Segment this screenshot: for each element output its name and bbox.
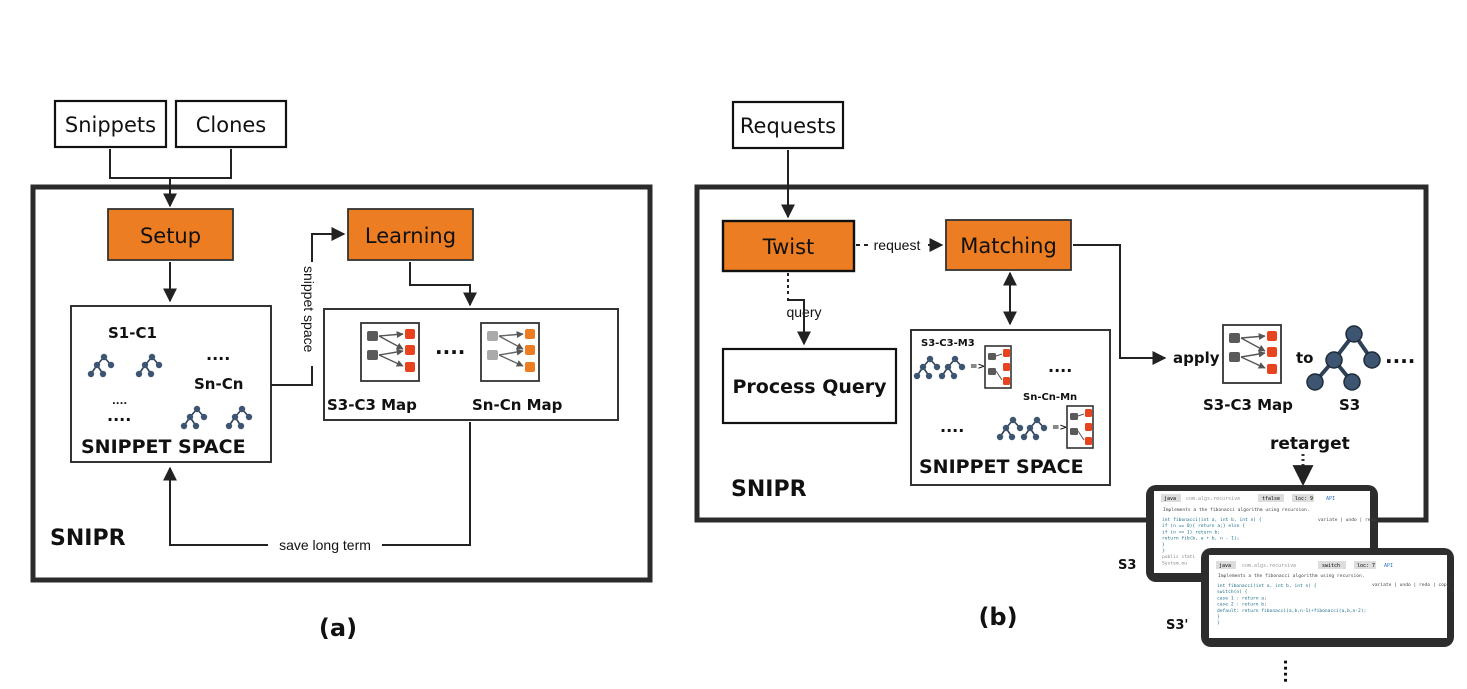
code-tab: switch <box>1322 563 1340 569</box>
code-tab: loc: 9 <box>1295 496 1313 502</box>
s3-label: S3 <box>1339 396 1360 414</box>
panel-b: Requests Twist request Matching query Pr… <box>694 100 1454 683</box>
process-query-label: Process Query <box>732 376 887 398</box>
code-line: switch(n) { <box>1217 589 1248 595</box>
code-line: return fib(b, a + b, n - 1); <box>1162 536 1239 542</box>
dots-label: .... <box>940 417 964 436</box>
map-icon <box>1066 405 1094 449</box>
code-lines: int fibonacci(int a, int b, int n) { if … <box>1162 517 1262 566</box>
clones-label: Clones <box>196 113 267 137</box>
edge-label-bg <box>300 262 324 366</box>
dots-label: .... <box>1385 344 1415 368</box>
caption-a: (a) <box>319 614 357 642</box>
snipr-label-b: SNIPR <box>731 477 807 502</box>
requests-input-box <box>731 100 845 150</box>
arrow-symbol: => <box>970 362 985 372</box>
code-line: System.ou <box>1162 560 1187 566</box>
twist-box <box>721 219 856 273</box>
code-tab: com.algs.recursive <box>1186 496 1240 502</box>
dots-small-label: .... <box>112 396 127 407</box>
code-description: Implements a the fibonacci algorithm usi… <box>1163 507 1310 513</box>
retarget-label: retarget <box>1270 434 1350 454</box>
code-line: } <box>1162 548 1165 554</box>
snipr-container-b <box>694 184 1429 523</box>
snippets-label: Snippets <box>65 113 156 137</box>
sn-cn-label: Sn-Cn <box>194 375 243 393</box>
code-tab: API <box>1326 496 1335 502</box>
code-line: default: return fibonacci(a,b,n-1)+fibon… <box>1217 608 1366 614</box>
s3-c3-map-label: S3-C3 Map <box>327 396 417 414</box>
code-tab: loc: 7 <box>1357 563 1375 569</box>
code-line: public stati <box>1162 554 1195 560</box>
requests-label: Requests <box>740 114 836 138</box>
snippet-space-edge-label: snippet space <box>301 266 317 353</box>
code-line: if (n == 1) return b; <box>1162 529 1220 535</box>
learning-label: Learning <box>365 224 456 248</box>
dots-label: .... <box>107 406 131 425</box>
request-edge-label: request <box>874 237 921 253</box>
matching-to-apply-arrow <box>1073 244 1167 365</box>
code-line: } <box>1217 614 1220 620</box>
setup-box <box>107 208 234 261</box>
map-icon <box>481 323 539 381</box>
code-label-s3-prime: S3' <box>1166 618 1188 633</box>
code-line: } <box>1217 620 1220 626</box>
dots-label: .... <box>1048 357 1072 376</box>
setup-label: Setup <box>140 224 201 248</box>
code-actions: variate | undo | redo | copy <box>1372 582 1450 588</box>
snippets-input-box <box>53 99 168 149</box>
code-line: } <box>1162 542 1165 548</box>
sn-cn-map-label: Sn-Cn Map <box>472 396 563 414</box>
matching-label: Matching <box>960 234 1057 258</box>
code-line: case 2 : return b; <box>1217 602 1267 608</box>
map-icon <box>1223 325 1281 383</box>
map-icon <box>361 323 419 381</box>
clones-input-box <box>174 99 288 149</box>
snippet-space-title-a: SNIPPET SPACE <box>81 436 246 458</box>
code-label-s3: S3 <box>1118 558 1136 573</box>
arrow-symbol: => <box>1052 423 1067 433</box>
code-tab: java <box>1164 496 1176 502</box>
code-actions: variate | undo | redo <box>1318 517 1376 523</box>
snipr-container-a <box>30 184 653 583</box>
matching-box <box>945 219 1072 271</box>
query-arrow <box>787 298 805 344</box>
apply-label: apply <box>1173 349 1220 367</box>
s1-c1-label: S1-C1 <box>108 324 157 342</box>
to-label: to <box>1296 349 1313 367</box>
map-icon <box>984 345 1012 389</box>
learning-box <box>347 208 474 261</box>
code-tab: java <box>1219 563 1231 569</box>
request-label-bg <box>868 236 926 254</box>
s3-c3-map-label-b: S3-C3 Map <box>1203 396 1293 414</box>
code-description: Implements a the fibonacci algorithm usi… <box>1218 573 1365 579</box>
s3-tree-icon <box>1306 325 1381 391</box>
panel-a: Snippets Clones Setup S1-C1 .... Sn-Cn .… <box>30 99 653 642</box>
twist-label: Twist <box>762 235 815 259</box>
code-tab: com.algs.recursive <box>1242 563 1296 569</box>
code-lines: int fibonacci(int a, int b, int n) { swi… <box>1217 583 1366 626</box>
maps-dots: .... <box>435 335 465 359</box>
code-tab: API <box>1384 563 1393 569</box>
learning-to-maps-arrow <box>409 262 477 307</box>
code-line: int fibonacci(int a, int b, int n) { <box>1162 517 1262 523</box>
process-query-box <box>721 347 898 425</box>
snippet-space-box-a <box>70 305 272 463</box>
snippet-space-title-b: SNIPPET SPACE <box>919 456 1084 478</box>
bottom-dots: .... <box>1280 659 1299 683</box>
code-line: int fibonacci(int a, int b, int n) { <box>1217 583 1317 589</box>
sn-cn-mn-label: Sn-Cn-Mn <box>1023 392 1077 403</box>
code-line: case 1 : return a; <box>1217 595 1267 601</box>
s3-c3-m3-label: S3-C3-M3 <box>921 338 975 349</box>
inputs-merge-line <box>109 149 232 179</box>
code-tab: tfalse <box>1262 496 1280 502</box>
save-label-bg <box>268 535 382 555</box>
code-window-s3-prime: java com.algs.recursive switch loc: 7 AP… <box>1166 548 1454 647</box>
caption-b: (b) <box>978 603 1017 631</box>
save-long-term-label: save long term <box>279 537 371 553</box>
dots-label: .... <box>206 345 230 364</box>
snipr-label-a: SNIPR <box>50 526 126 551</box>
code-line: if (n == 0){ return a;} else { <box>1162 523 1245 529</box>
